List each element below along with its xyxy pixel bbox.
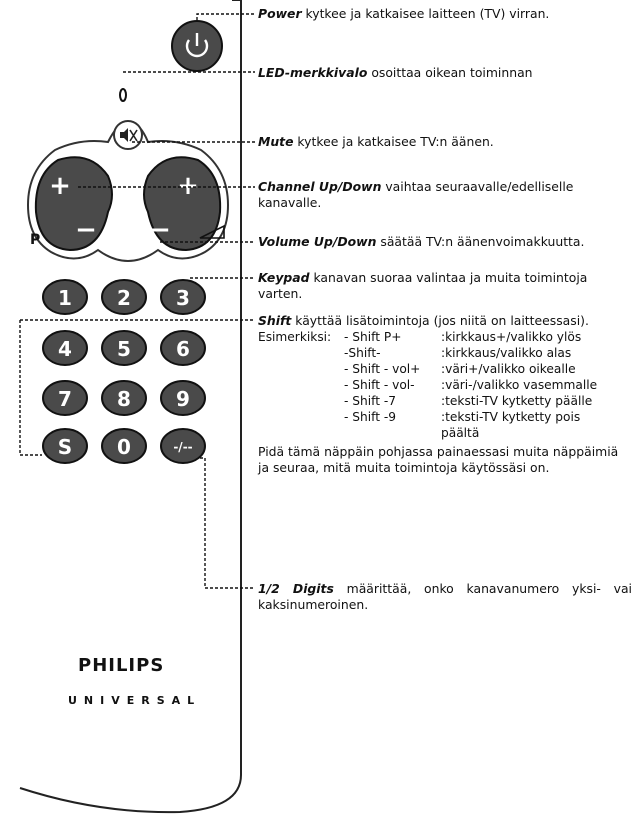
shift-note: Pidä tämä näppäin pohjassa painaessasi m… (258, 444, 619, 475)
callout-mute: Mute kytkee ja katkaisee TV:n äänen. (258, 134, 494, 149)
svg-text:-/--: -/-- (173, 440, 192, 454)
key-3[interactable]: 3 (160, 279, 206, 315)
callout-term: LED-merkkivalo (258, 65, 368, 80)
volume-up-label: + (177, 171, 199, 201)
callout-term: Power (258, 6, 302, 21)
channel-up-label: + (49, 171, 71, 201)
callout-power: Power kytkee ja katkaisee laitteen (TV) … (258, 6, 550, 21)
channel-down-label: − (75, 215, 97, 245)
svg-text:5: 5 (117, 337, 131, 361)
example-combo: - Shift -7 (344, 394, 396, 408)
svg-text:1: 1 (58, 286, 72, 310)
example-effect: :teksti-TV kytketty pois (441, 410, 581, 424)
callout-keypad: Keypad kanavan suoraa valintaa ja muita … (258, 270, 588, 301)
led-indicator (119, 88, 127, 102)
example-combo: -Shift- (344, 346, 381, 360)
key-shift[interactable]: S (42, 428, 88, 464)
example-combo: - Shift P+ (344, 330, 402, 344)
callout-term: Keypad (258, 270, 310, 285)
key-4[interactable]: 4 (42, 330, 88, 366)
leader-lines (19, 13, 255, 589)
svg-text:S: S (58, 435, 72, 459)
shift-examples: Esimerkiksi: - Shift P+ :kirkkaus+/valik… (258, 329, 632, 441)
example-combo: - Shift - vol- (344, 378, 415, 392)
callout-term: Mute (258, 134, 294, 149)
callout-digits: 1/2 Digits määrittää, onko kanavanumero … (258, 581, 633, 612)
key-2[interactable]: 2 (101, 279, 147, 315)
p-label: P (30, 232, 40, 248)
example-effect: :väri+/valikko oikealle (441, 362, 576, 376)
callout-volume: Volume Up/Down säätää TV:n äänenvoimakku… (258, 234, 585, 249)
power-button[interactable] (171, 20, 223, 72)
key-1[interactable]: 1 (42, 279, 88, 315)
svg-text:3: 3 (176, 286, 190, 310)
svg-text:8: 8 (117, 387, 131, 411)
example-effect: :kirkkaus/valikko alas (441, 346, 572, 360)
svg-text:7: 7 (58, 387, 72, 411)
key-6[interactable]: 6 (160, 330, 206, 366)
svg-text:2: 2 (117, 286, 131, 310)
svg-text:6: 6 (176, 337, 190, 361)
volume-rocker[interactable]: + − (143, 156, 222, 252)
key-digits[interactable]: -/-- (160, 428, 206, 464)
callout-shift: Shift käyttää lisätoimintoja (jos niitä … (258, 313, 589, 328)
callout-led: LED-merkkivalo osoittaa oikean toiminnan (258, 65, 533, 80)
callout-term: Channel Up/Down (258, 179, 382, 194)
key-0[interactable]: 0 (101, 428, 147, 464)
brand-logo: PHILIPS (78, 655, 165, 676)
callout-term: 1/2 Digits (258, 581, 334, 596)
keypad: 1 2 3 4 5 6 7 8 9 S 0 -/-- (42, 279, 206, 464)
example-effect-cont: päältä (441, 426, 480, 440)
example-combo: - Shift -9 (344, 410, 396, 424)
callout-term: Shift (258, 313, 292, 328)
example-effect: :väri-/valikko vasemmalle (441, 378, 598, 392)
remote-body-outline (19, 0, 242, 814)
mute-icon (120, 128, 128, 142)
svg-text:9: 9 (176, 387, 190, 411)
mute-button[interactable] (113, 120, 143, 150)
callout-channel: Channel Up/Down vaihtaa seuraavalle/edel… (258, 179, 574, 210)
volume-icon (199, 224, 225, 239)
svg-text:4: 4 (58, 337, 72, 361)
svg-text:0: 0 (117, 435, 131, 459)
examples-label: Esimerkiksi: (258, 330, 332, 344)
key-9[interactable]: 9 (160, 380, 206, 416)
channel-rocker[interactable]: + − (34, 156, 113, 252)
volume-down-label: − (149, 215, 171, 245)
model-label: UNIVERSAL (68, 694, 202, 707)
example-combo: - Shift - vol+ (344, 362, 421, 376)
power-icon (185, 39, 209, 58)
callout-term: Volume Up/Down (258, 234, 377, 249)
key-5[interactable]: 5 (101, 330, 147, 366)
key-8[interactable]: 8 (101, 380, 147, 416)
example-effect: :kirkkaus+/valikko ylös (441, 330, 582, 344)
key-7[interactable]: 7 (42, 380, 88, 416)
example-effect: :teksti-TV kytketty päälle (441, 394, 593, 408)
